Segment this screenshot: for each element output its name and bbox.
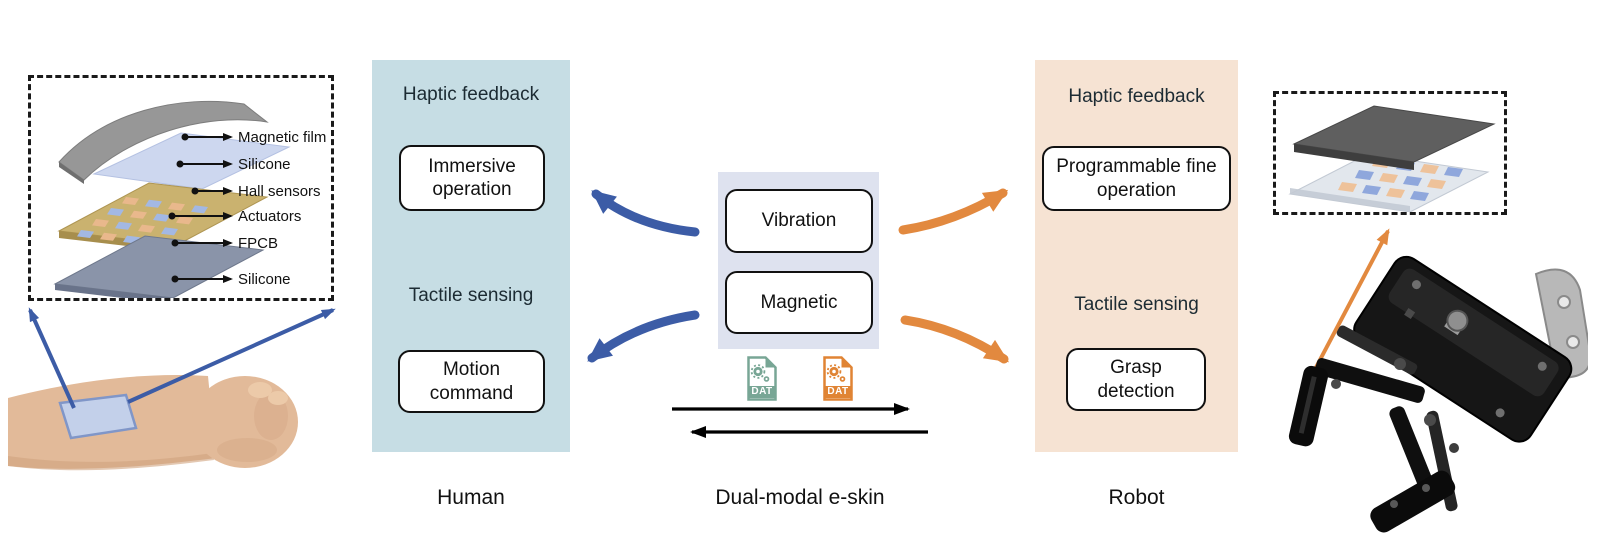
vibration-to-robot-arrow [898,188,1009,235]
dat-orange-label: DAT [827,386,849,397]
dat-file-orange: DAT [822,355,854,402]
layer-callout-arrows [168,133,233,283]
chip-array [77,197,208,247]
human-caption: Human [437,486,505,509]
bottom-fingertip [1370,470,1456,533]
robot-haptic-title: Haptic feedback [1068,86,1205,107]
magnetic-to-human-arrow [587,310,700,363]
vibration-box: Vibration [725,189,873,253]
immersive-operation-box: Immersive operation [399,145,545,211]
magnetic-box: Magnetic [725,271,873,334]
layer-label-magnetic-film: Magnetic film [238,129,327,146]
motion-command-box: Motion command [398,350,545,413]
patch-pointer-lines [28,307,336,409]
orange-feedback-arrows [898,188,1010,364]
layer-label-hall-sensors: Hall sensors [238,183,321,200]
sample-chip-array [1338,158,1463,201]
vibration-to-human-arrow [591,189,700,237]
robot-panel: Haptic feedback Programmable fine operat… [1035,60,1238,452]
eskin-sample-illustration [1288,105,1496,213]
eskin-caption: Dual-modal e-skin [715,486,885,509]
eskin-panel: Vibration Magnetic [718,172,879,349]
robot-tactile-title: Tactile sensing [1074,294,1199,315]
robot-gripper-illustration [1288,255,1588,533]
magnetic-to-robot-arrow [900,315,1010,364]
dat-file-orange-icon [823,356,853,401]
data-transfer-arrows [672,403,928,438]
dat-file-green: DAT [746,355,778,402]
eskin-sample-box [1273,91,1507,215]
layer-label-actuators: Actuators [238,208,302,225]
magnetic-film-layer [58,100,269,181]
programmable-fine-operation-box: Programmable fine operation [1042,146,1231,211]
layer-label-silicone-bottom: Silicone [238,271,291,288]
silicone-top-layer [92,132,291,190]
dat-green-label: DAT [751,386,773,397]
human-arm-illustration [8,307,336,471]
human-panel: Haptic feedback Immersive operation Tact… [372,60,570,452]
layer-label-fpcb: FPCB [238,235,279,252]
exploded-view-box: Magnetic film Silicone Hall sensors Actu… [28,75,334,304]
eskin-patch [58,393,138,440]
grasp-detection-box: Grasp detection [1066,348,1206,411]
human-tactile-title: Tactile sensing [408,285,534,306]
robot-caption: Robot [1108,486,1165,509]
layer-label-silicone-top: Silicone [238,156,291,173]
dat-file-green-icon [747,356,777,401]
blue-feedback-arrows [587,189,700,363]
human-haptic-title: Haptic feedback [402,84,540,105]
silicone-bottom-layer [53,235,265,299]
